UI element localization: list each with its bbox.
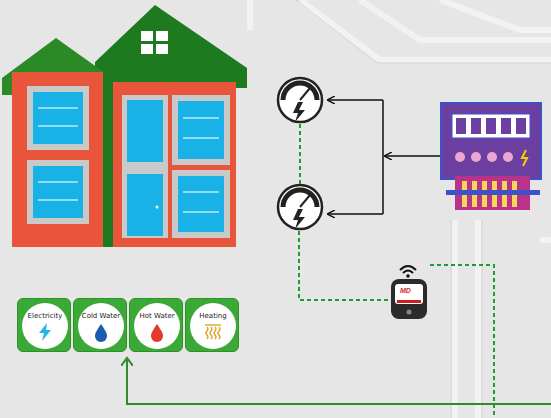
utility-icon	[35, 322, 55, 342]
tile-label: Cold Water	[78, 312, 124, 320]
utility-tile: Hot Water	[129, 298, 183, 352]
house	[2, 5, 247, 247]
road-lines	[250, 0, 551, 418]
tile-disc: Cold Water	[78, 303, 124, 349]
tile-label: Electricity	[22, 312, 68, 320]
tile-label: Heating	[190, 312, 236, 320]
wireless-reader	[391, 266, 427, 319]
road-edges	[296, 0, 551, 418]
tile-disc: Heating	[190, 303, 236, 349]
tile-disc: Electricity	[22, 303, 68, 349]
utility-tile: Electricity	[17, 298, 71, 352]
distribution-panel	[441, 103, 541, 210]
utility-tile: Heating	[185, 298, 239, 352]
supply-arrows	[328, 100, 440, 214]
data-links	[299, 124, 494, 418]
utility-icon	[203, 322, 223, 342]
utility-icon	[147, 322, 167, 342]
tile-disc: Hot Water	[134, 303, 180, 349]
brand-logo: MD	[400, 287, 411, 295]
utility-meters	[278, 78, 322, 229]
utility-icon	[91, 322, 111, 342]
tile-label: Hot Water	[134, 312, 180, 320]
utility-tile: Cold Water	[73, 298, 127, 352]
feedback-arrow	[127, 360, 551, 404]
